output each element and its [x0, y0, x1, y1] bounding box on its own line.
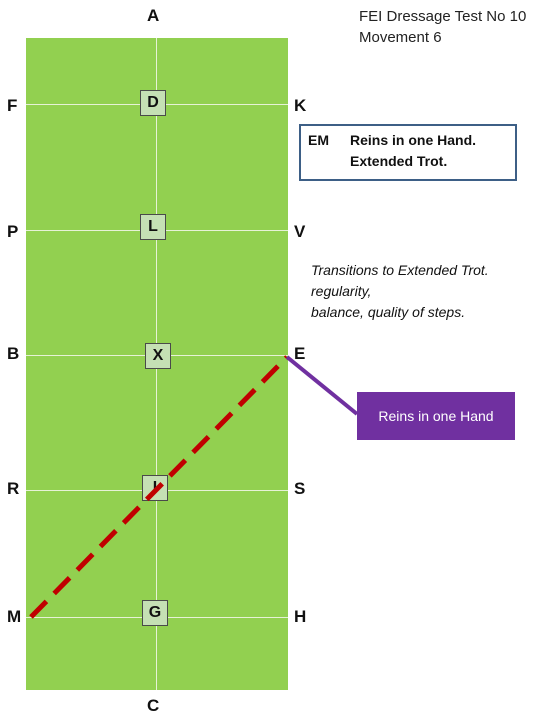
letter-e: E [294, 344, 306, 363]
letter-r: R [7, 479, 20, 498]
reins-callout: Reins in one Hand [357, 392, 515, 440]
letter-b: B [7, 344, 20, 363]
letter-s: S [294, 479, 306, 498]
movement-path-line [29, 355, 289, 619]
test-title-line1: FEI Dressage Test No 10 [359, 8, 527, 25]
marker-l: L [140, 214, 166, 240]
letter-p: P [7, 222, 19, 241]
reins-callout-label: Reins in one Hand [378, 408, 494, 424]
movement-code: EM [308, 132, 329, 148]
marker-g: G [142, 600, 168, 626]
movement-line1: Reins in one Hand. [350, 132, 477, 148]
letter-k: K [294, 96, 307, 115]
remarks-line1: Transitions to Extended Trot. [311, 262, 489, 278]
letter-c: C [147, 696, 160, 715]
letter-h: H [294, 607, 307, 626]
directive-remarks: Transitions to Extended Trot. regularity… [311, 260, 489, 323]
remarks-line3: balance, quality of steps. [311, 304, 466, 320]
letter-v: V [294, 222, 306, 241]
letter-a: A [147, 6, 160, 25]
marker-x: X [145, 343, 171, 369]
letter-m: M [7, 607, 22, 626]
letter-f: F [7, 96, 18, 115]
remarks-line2: regularity, [311, 283, 372, 299]
test-title: FEI Dressage Test No 10 Movement 6 [359, 6, 526, 48]
test-title-line2: Movement 6 [359, 29, 442, 46]
callout-connector-line [285, 355, 359, 416]
movement-box: EM Reins in one Hand. Extended Trot. [299, 124, 517, 181]
movement-line2: Extended Trot. [350, 153, 448, 169]
marker-d: D [140, 90, 166, 116]
